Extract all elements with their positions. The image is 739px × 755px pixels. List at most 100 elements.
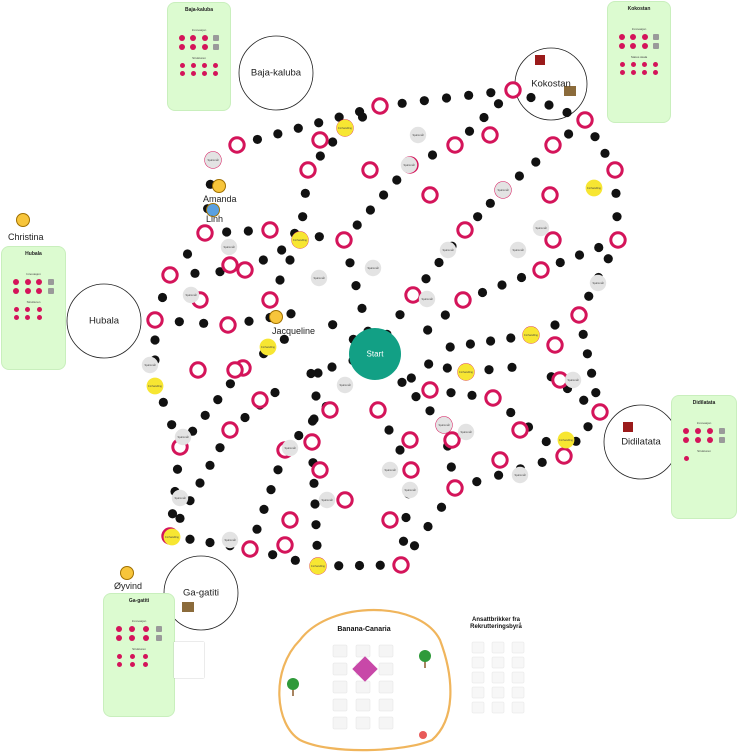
path-dot[interactable] xyxy=(286,309,296,319)
path-dot[interactable] xyxy=(442,363,452,373)
path-dot[interactable] xyxy=(392,175,402,185)
path-dot[interactable] xyxy=(434,257,444,268)
museum-icon[interactable] xyxy=(182,602,194,612)
board-space[interactable] xyxy=(541,186,559,204)
board-space[interactable] xyxy=(219,316,237,334)
board-space[interactable] xyxy=(532,261,550,279)
question-space[interactable] xyxy=(418,290,436,308)
board-space[interactable] xyxy=(189,361,207,379)
board-space[interactable] xyxy=(576,111,594,129)
path-dot[interactable] xyxy=(311,520,321,530)
negotiation-space[interactable] xyxy=(259,338,277,356)
path-dot[interactable] xyxy=(334,112,344,122)
negotiation-space[interactable] xyxy=(309,557,327,575)
board-space[interactable] xyxy=(446,136,464,154)
recruitment-card[interactable] xyxy=(471,656,485,669)
board-space[interactable] xyxy=(511,421,529,439)
path-dot[interactable] xyxy=(273,129,283,139)
board-space[interactable] xyxy=(261,221,279,239)
negotiation-space[interactable] xyxy=(291,231,309,249)
path-dot[interactable] xyxy=(486,88,496,98)
negotiation-space[interactable] xyxy=(557,431,575,449)
board-space[interactable] xyxy=(361,161,379,179)
question-space[interactable] xyxy=(564,371,582,389)
path-dot[interactable] xyxy=(397,98,407,108)
board-space[interactable] xyxy=(161,266,179,284)
path-dot[interactable] xyxy=(427,150,438,160)
path-dot[interactable] xyxy=(314,232,324,242)
board-space[interactable] xyxy=(336,491,354,509)
path-dot[interactable] xyxy=(564,129,574,139)
employee-card[interactable] xyxy=(332,644,348,658)
employee-card[interactable] xyxy=(378,680,394,694)
path-dot[interactable] xyxy=(611,188,621,198)
path-dot[interactable] xyxy=(244,316,254,326)
negotiation-space[interactable] xyxy=(146,377,164,395)
path-dot[interactable] xyxy=(266,485,276,495)
path-dot[interactable] xyxy=(395,445,405,455)
board-space[interactable] xyxy=(402,461,420,479)
path-dot[interactable] xyxy=(406,373,416,383)
path-dot[interactable] xyxy=(213,395,223,405)
area-circle-baja-kaluba[interactable] xyxy=(238,35,314,111)
question-space[interactable] xyxy=(400,156,418,174)
path-dot[interactable] xyxy=(464,90,474,100)
path-dot[interactable] xyxy=(574,250,585,260)
path-dot[interactable] xyxy=(313,368,323,378)
beach-umbrella-icon[interactable] xyxy=(419,731,427,739)
path-dot[interactable] xyxy=(273,465,283,475)
path-dot[interactable] xyxy=(531,157,541,167)
path-dot[interactable] xyxy=(327,362,337,372)
path-dot[interactable] xyxy=(494,470,504,480)
board-space[interactable] xyxy=(504,81,522,99)
path-dot[interactable] xyxy=(199,318,209,328)
question-space[interactable] xyxy=(435,416,453,434)
question-space[interactable] xyxy=(318,491,336,509)
path-dot[interactable] xyxy=(300,188,310,198)
board-space[interactable] xyxy=(369,401,387,419)
recruitment-card[interactable] xyxy=(491,671,505,684)
board-space[interactable] xyxy=(481,126,499,144)
path-dot[interactable] xyxy=(190,268,200,278)
path-dot[interactable] xyxy=(398,536,409,546)
board-space[interactable] xyxy=(228,136,246,154)
employee-card[interactable] xyxy=(332,716,348,730)
path-dot[interactable] xyxy=(514,171,525,181)
path-dot[interactable] xyxy=(268,550,278,560)
recruitment-card[interactable] xyxy=(471,701,485,714)
palm-tree-icon[interactable] xyxy=(287,678,299,690)
path-dot[interactable] xyxy=(195,478,205,488)
employee-card[interactable] xyxy=(332,662,348,676)
path-dot[interactable] xyxy=(185,534,195,544)
question-space[interactable] xyxy=(409,126,427,144)
employee-card[interactable] xyxy=(355,698,371,712)
path-dot[interactable] xyxy=(465,339,475,349)
employee-card[interactable] xyxy=(355,716,371,730)
board-space[interactable] xyxy=(236,261,254,279)
path-dot[interactable] xyxy=(467,390,477,400)
hospital-icon[interactable] xyxy=(535,55,545,65)
question-space[interactable] xyxy=(171,489,189,507)
path-dot[interactable] xyxy=(328,137,338,147)
employee-card[interactable] xyxy=(378,644,394,658)
path-dot[interactable] xyxy=(167,509,178,519)
question-space[interactable] xyxy=(221,531,239,549)
path-dot[interactable] xyxy=(591,388,601,398)
question-space[interactable] xyxy=(401,481,419,499)
path-dot[interactable] xyxy=(309,478,319,488)
path-dot[interactable] xyxy=(526,92,536,103)
employee-card[interactable] xyxy=(332,680,348,694)
path-dot[interactable] xyxy=(275,275,285,285)
board-space[interactable] xyxy=(299,161,317,179)
path-dot[interactable] xyxy=(397,377,407,387)
question-space[interactable] xyxy=(182,286,200,304)
path-dot[interactable] xyxy=(252,134,263,145)
path-dot[interactable] xyxy=(446,462,456,472)
board-space[interactable] xyxy=(456,221,474,239)
player-token-linh-icon[interactable] xyxy=(206,203,220,217)
recruitment-card[interactable] xyxy=(471,686,485,699)
board-space[interactable] xyxy=(251,391,269,409)
path-dot[interactable] xyxy=(409,541,420,551)
path-dot[interactable] xyxy=(311,391,321,401)
question-space[interactable] xyxy=(511,466,529,484)
